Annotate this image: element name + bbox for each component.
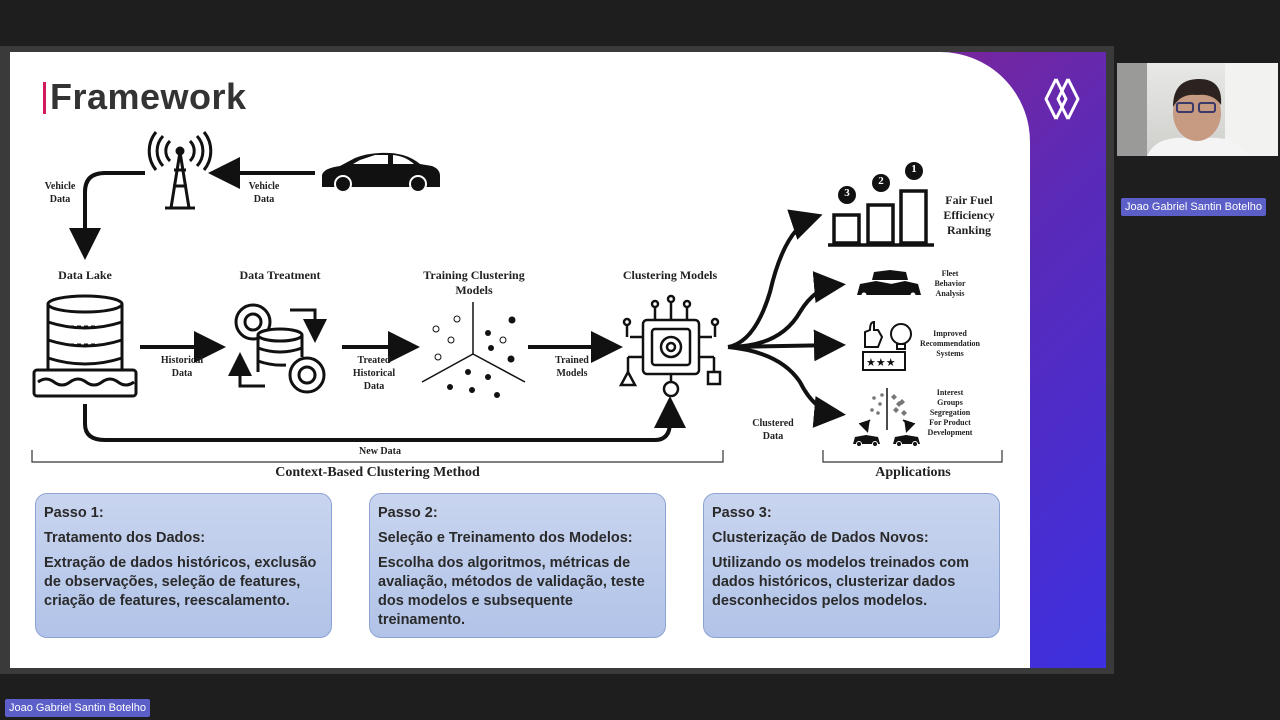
recommendation-icon: ★★★ — [862, 320, 912, 371]
step-2-subtitle: Seleção e Treinamento dos Modelos: — [378, 530, 633, 546]
treated-historical-data-label: Treated Historical Data — [352, 355, 396, 392]
gears-database-icon — [228, 303, 327, 394]
car-icon — [322, 152, 440, 193]
data-treatment-label: Data Treatment — [239, 268, 321, 282]
fair-fuel-ranking-label: Fair Fuel Efficiency Ranking — [943, 193, 995, 237]
participant-avatar-icon — [1117, 63, 1278, 156]
database-icon — [32, 294, 138, 398]
clustered-data-label: Clustered Data — [752, 418, 794, 442]
ranking-podium-icon — [828, 189, 934, 247]
participant-name-tag: Joao Gabriel Santin Botelho — [1121, 198, 1266, 216]
step-3-heading: Passo 3: — [712, 505, 772, 521]
framework-diagram: ★★★ — [31, 131, 1003, 463]
step-1-heading: Passo 1: — [44, 505, 104, 521]
fleet-behavior-label: Fleet Behavior Analysis — [934, 269, 966, 298]
data-lake-label: Data Lake — [58, 268, 112, 282]
step-3-subtitle: Clusterização de Dados Novos: — [712, 530, 929, 546]
fleet-cars-icon — [857, 270, 921, 298]
historical-data-label: Historical Data — [160, 355, 204, 379]
improved-recommendation-label: Improved Recommendation Systems — [920, 329, 980, 358]
clustering-models-label: Clustering Models — [622, 268, 718, 282]
interest-groups-label: Interest Groups Segregation For Product … — [927, 388, 973, 437]
rank-2-badge — [872, 174, 890, 192]
svg-text:★★★: ★★★ — [866, 357, 896, 369]
training-clustering-label: Training Clustering Models — [423, 268, 525, 297]
slide-title: Framework — [50, 76, 247, 117]
vehicle-data-label-left: Vehicle Data — [44, 181, 76, 205]
step-1-subtitle: Tratamento dos Dados: — [44, 530, 206, 546]
participant-video-tile[interactable] — [1117, 63, 1278, 156]
step-1-box: Passo 1: Tratamento dos Dados: Extração … — [35, 493, 332, 638]
clustering-scatter-icon — [421, 302, 526, 398]
rank-3-label: 3 — [844, 187, 850, 199]
step-2-heading: Passo 2: — [378, 505, 438, 521]
antenna-tower-icon — [147, 131, 213, 210]
slide: Framework — [10, 52, 1106, 668]
step-3-body: Utilizando os modelos treinados com dado… — [712, 555, 970, 609]
step-1-body: Extração de dados históricos, exclusão d… — [44, 555, 317, 609]
new-data-label: New Data — [359, 446, 401, 457]
rank-2-label: 2 — [878, 175, 884, 187]
interest-groups-icon — [853, 388, 920, 447]
renault-logo-icon — [1044, 78, 1080, 120]
applications-label: Applications — [875, 465, 951, 480]
presenter-name-tag: Joao Gabriel Santin Botelho — [5, 699, 150, 717]
vehicle-data-label-top: Vehicle Data — [248, 181, 280, 205]
step-3-box: Passo 3: Clusterização de Dados Novos: U… — [703, 493, 1000, 638]
rank-3-badge — [838, 186, 856, 204]
ai-chip-icon — [618, 294, 722, 398]
title-accent-bar — [43, 82, 46, 114]
rank-1-badge — [905, 162, 923, 180]
context-based-method-label: Context-Based Clustering Method — [275, 465, 480, 480]
step-2-body: Escolha dos algoritmos, métricas de aval… — [378, 555, 645, 628]
rank-1-label: 1 — [911, 163, 917, 175]
step-2-box: Passo 2: Seleção e Treinamento dos Model… — [369, 493, 666, 638]
trained-models-label: Trained Models — [555, 355, 589, 379]
